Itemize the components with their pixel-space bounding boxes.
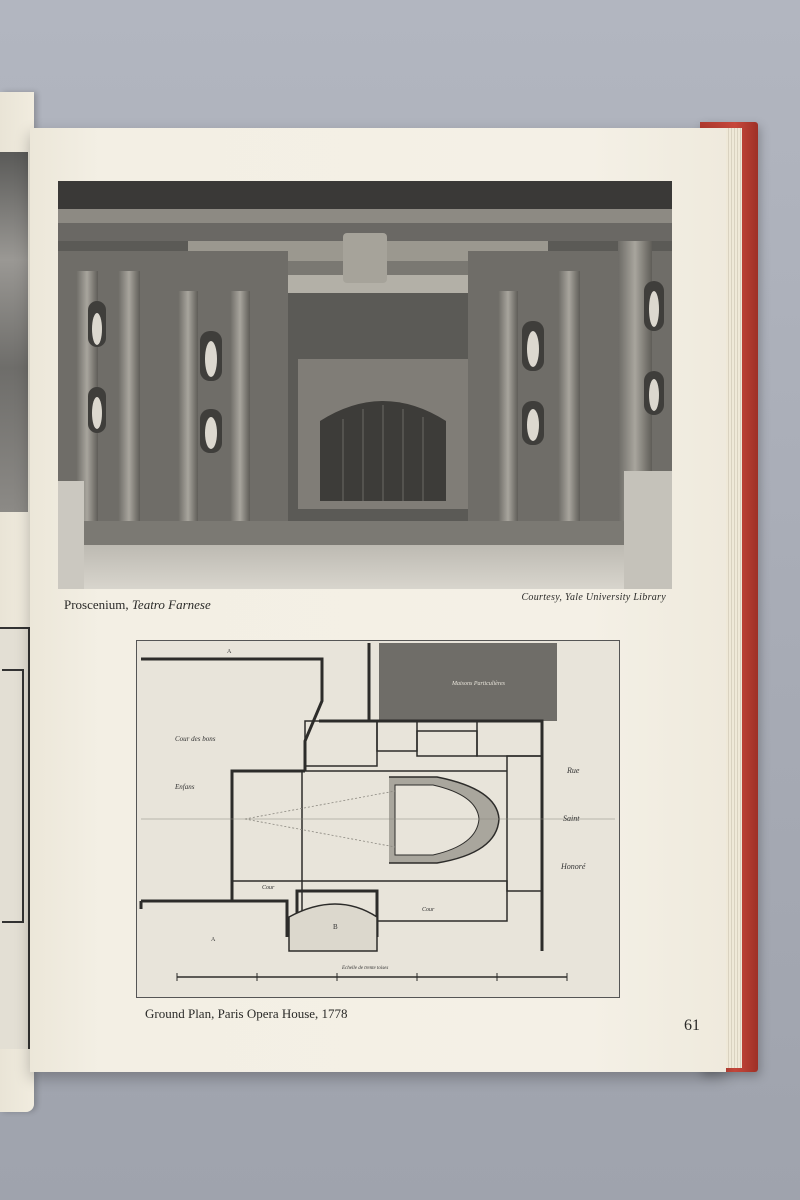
plan-scale-label: Echelle de trente toises xyxy=(341,966,388,971)
plan-label-saint: Saint xyxy=(563,814,580,823)
plan-label-honore: Honoré xyxy=(560,862,586,871)
proscenium-caption: Proscenium, Teatro Farnese xyxy=(64,597,211,613)
plan-label-maisons: Maisons Particulières xyxy=(451,681,506,687)
plan-label-a-top: A xyxy=(227,649,232,655)
left-page-photo-fragment xyxy=(0,152,28,512)
plan-label-a-bottom: A xyxy=(211,937,216,943)
left-page-plan-fragment xyxy=(0,627,30,1049)
opera-ground-plan: Maisons Particulières xyxy=(136,640,620,998)
proscenium-illustration xyxy=(58,181,672,589)
page-number: 61 xyxy=(684,1017,700,1034)
plan-label-b: B xyxy=(333,923,338,931)
plan-label-cour-bons: Cour des bons xyxy=(175,735,216,743)
page-stack-edge xyxy=(726,128,742,1068)
plan-label-rue: Rue xyxy=(566,766,580,775)
photo-credit: Courtesy, Yale University Library xyxy=(521,592,666,603)
ground-plan-caption: Ground Plan, Paris Opera House, 1778 xyxy=(145,1006,348,1021)
ground-plan-drawing: Maisons Particulières xyxy=(137,641,619,997)
book-page: Proscenium, Teatro Farnese Courtesy, Yal… xyxy=(30,128,726,1072)
caption-title: Teatro Farnese xyxy=(131,597,211,612)
proscenium-photo xyxy=(58,181,672,589)
plan-label-cour-left: Cour xyxy=(262,885,275,891)
caption-prefix: Proscenium, xyxy=(64,597,132,612)
plan-label-enfans: Enfans xyxy=(174,783,195,791)
plan-label-cour-right: Cour xyxy=(422,907,435,913)
left-page-edge xyxy=(0,92,34,1112)
